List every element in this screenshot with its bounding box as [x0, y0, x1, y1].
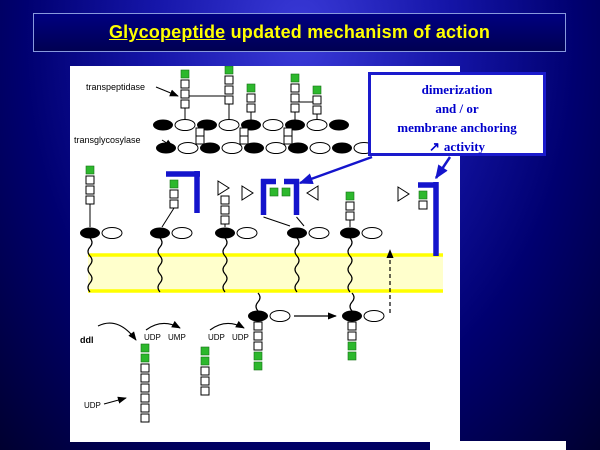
- reaction1-ump-label: UMP: [168, 333, 186, 342]
- ddl-label: ddl: [80, 335, 94, 345]
- callout-line3: membrane anchoring: [397, 120, 517, 135]
- reaction2-udp-label: UDP: [208, 333, 225, 342]
- glycan-strands: [153, 119, 375, 154]
- udp-release-label: UDP: [84, 401, 101, 410]
- reaction1-arrow: [145, 320, 181, 331]
- callout-line1: dimerization: [421, 82, 493, 97]
- ne-arrow-icon: ↗: [428, 139, 440, 154]
- title-rest: updated mechanism of action: [225, 22, 491, 42]
- enzyme-labels: transpeptidase transglycosylase: [74, 82, 179, 148]
- vancomycin-dimer: [241, 178, 319, 227]
- membrane: [88, 253, 443, 293]
- callout-line4: ↗activity: [371, 137, 543, 156]
- flipped-unit: [340, 191, 383, 239]
- cytoplasm: ddl UDP UMP UDP UDP UDP: [80, 249, 394, 423]
- dimerization-callout: dimerization and / or membrane anchoring…: [368, 72, 546, 156]
- membrane-anchored-glycopeptide: [397, 182, 439, 256]
- bottom-right-strip: [430, 441, 566, 450]
- peptide-stems-top: [180, 65, 322, 145]
- udp-release-arrow: [103, 396, 127, 405]
- reaction1-udp-label: UDP: [144, 333, 161, 342]
- reaction2-udp2-label: UDP: [232, 333, 249, 342]
- callout-activity-text: activity: [443, 139, 486, 154]
- glycopeptide-bound-unit: [161, 171, 200, 228]
- ddl-reaction-arrow: [97, 322, 137, 341]
- reaction2-arrow: [209, 320, 245, 331]
- transglycosylase-label: transglycosylase: [74, 135, 141, 145]
- mechanism-diagram: transpeptidase transglycosylase: [74, 65, 443, 423]
- callout-line2: and / or: [435, 101, 479, 116]
- free-d-ala-unit: [217, 180, 230, 227]
- slide-title: Glycopeptide updated mechanism of action: [33, 13, 566, 52]
- transpeptidase-label: transpeptidase: [86, 82, 145, 92]
- membrane-units: [80, 165, 258, 239]
- transpeptidase-arrow: [155, 86, 179, 97]
- title-highlight: Glycopeptide: [108, 22, 226, 42]
